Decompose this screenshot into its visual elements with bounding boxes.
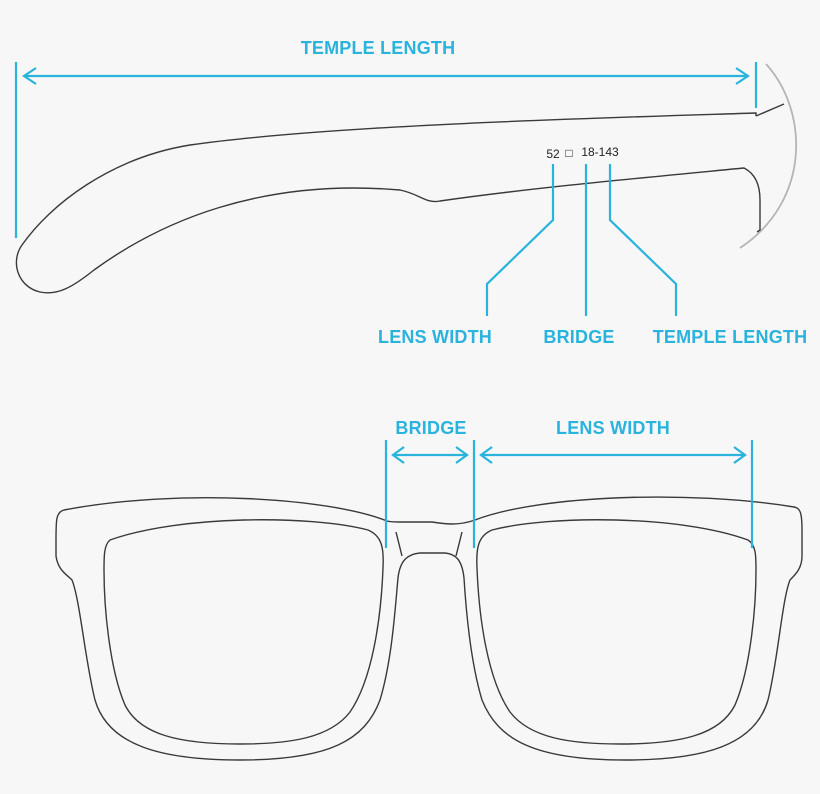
ear-outline: [739, 63, 798, 249]
left-lens: [103, 519, 384, 745]
lens-width-arrow-left: [479, 446, 493, 464]
right-lens: [476, 519, 757, 745]
temple-arm: [15, 112, 761, 294]
bridge-callout: BRIDGE: [543, 327, 614, 347]
temple-length-callout: TEMPLE LENGTH: [653, 327, 808, 347]
spec-lens-width: 52: [546, 147, 560, 161]
bridge-label: BRIDGE: [395, 418, 466, 438]
frames-front-view: BRIDGE LENS WIDTH: [55, 418, 803, 761]
lens-width-label: LENS WIDTH: [556, 418, 670, 438]
temple-length-leader: [608, 164, 678, 316]
lens-width-arrow-right: [733, 446, 747, 464]
temple-length-label: TEMPLE LENGTH: [301, 38, 456, 58]
nose-bridge-left-pad: [395, 531, 403, 557]
bridge-arrow-right: [455, 446, 469, 464]
spec-bridge-symbol: □: [565, 146, 572, 160]
temple-length-arrow-left: [22, 67, 37, 85]
lens-width-leader: [485, 164, 555, 316]
lens-width-callout: LENS WIDTH: [378, 327, 492, 347]
bridge-arrow-left: [391, 446, 405, 464]
spec-bridge-temple: 18-143: [581, 145, 619, 159]
temple-length-arrow-right: [735, 67, 750, 85]
nose-bridge-right-pad: [455, 531, 463, 557]
hinge-edge: [755, 103, 785, 117]
temple-side-view: TEMPLE LENGTH 52 □ 18-143 LENS WIDTH BRI…: [14, 38, 808, 347]
